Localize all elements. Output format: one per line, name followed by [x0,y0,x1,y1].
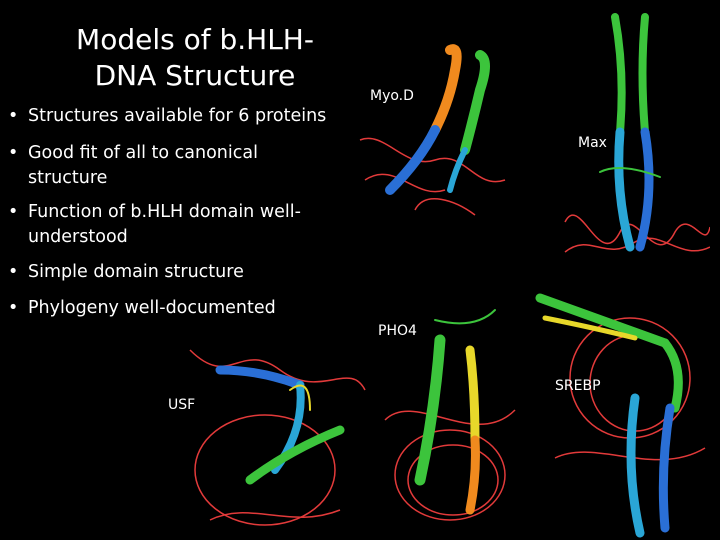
title-line-1: Models of b.HLH- [76,23,314,56]
myod-structure-image [359,44,506,216]
bullet-item: • Function of b.HLH domain well-understo… [8,202,301,247]
pho4-structure-image [384,309,516,521]
label-max: Max [578,135,607,151]
bullet-item: • Simple domain structure [8,262,244,282]
label-usf: USF [168,397,196,413]
label-pho4: PHO4 [378,323,417,339]
slide-title: Models of b.HLH- DNA Structure [40,22,350,94]
usf-structure-image [189,349,366,526]
bullet-item: • Structures available for 6 proteins [8,106,327,126]
bullet-item: • Good fit of all to canonical structure [8,143,258,188]
label-myod: Myo.D [370,88,414,104]
srebp-structure-image [535,293,706,538]
title-line-2: DNA Structure [94,59,296,92]
bullet-item: • Phylogeny well-documented [8,298,276,318]
label-srebp: SREBP [555,378,601,394]
max-structure-image [564,13,710,253]
